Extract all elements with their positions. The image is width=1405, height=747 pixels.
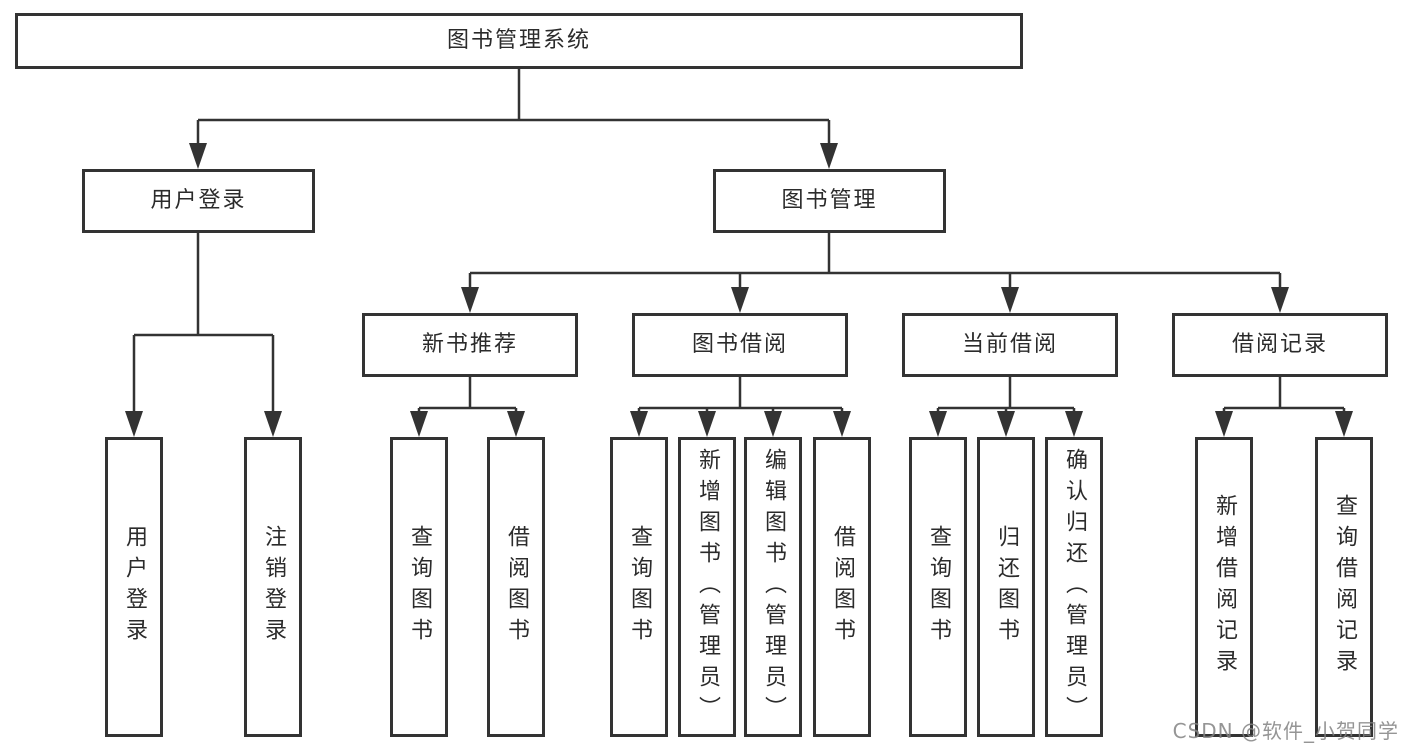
node-query-books-3-label: 查询图书 xyxy=(926,525,951,649)
node-library-system: 图书管理系统 xyxy=(15,13,1023,69)
node-query-books-2-label: 查询图书 xyxy=(627,525,652,649)
node-user-login-label: 用户登录 xyxy=(150,188,247,213)
node-query-borrow-record-label: 查询借阅记录 xyxy=(1332,494,1357,680)
node-query-books-3: 查询图书 xyxy=(909,437,967,737)
node-query-books-1-label: 查询图书 xyxy=(407,525,432,649)
node-borrow-books-1-label: 借阅图书 xyxy=(504,525,529,649)
node-logout: 注销登录 xyxy=(244,437,302,737)
node-return-books: 归还图书 xyxy=(977,437,1035,737)
node-query-books-2: 查询图书 xyxy=(610,437,668,737)
node-confirm-return-admin: 确认归还（管理员） xyxy=(1045,437,1103,737)
node-borrow-books-1: 借阅图书 xyxy=(487,437,545,737)
node-logout-label: 注销登录 xyxy=(261,525,286,649)
node-add-borrow-record: 新增借阅记录 xyxy=(1195,437,1253,737)
node-book-management-label: 图书管理 xyxy=(781,188,878,213)
node-edit-books-admin: 编辑图书（管理员） xyxy=(744,437,802,737)
node-new-book-recommend-label: 新书推荐 xyxy=(421,332,518,357)
node-return-books-label: 归还图书 xyxy=(994,525,1019,649)
node-current-borrowing-label: 当前借阅 xyxy=(961,332,1058,357)
node-user-login: 用户登录 xyxy=(82,169,315,233)
node-borrowing-records-label: 借阅记录 xyxy=(1231,332,1328,357)
node-new-book-recommend: 新书推荐 xyxy=(362,313,578,377)
node-query-borrow-record: 查询借阅记录 xyxy=(1315,437,1373,737)
node-book-borrowing: 图书借阅 xyxy=(632,313,848,377)
node-confirm-return-admin-label: 确认归还（管理员） xyxy=(1062,447,1087,727)
node-edit-books-admin-label: 编辑图书（管理员） xyxy=(761,447,786,727)
node-library-system-label: 图书管理系统 xyxy=(446,28,591,53)
node-book-management: 图书管理 xyxy=(713,169,946,233)
node-query-books-1: 查询图书 xyxy=(390,437,448,737)
node-borrow-books-2: 借阅图书 xyxy=(813,437,871,737)
node-add-books-admin: 新增图书（管理员） xyxy=(678,437,736,737)
node-borrow-books-2-label: 借阅图书 xyxy=(830,525,855,649)
node-add-borrow-record-label: 新增借阅记录 xyxy=(1212,494,1237,680)
node-add-books-admin-label: 新增图书（管理员） xyxy=(695,447,720,727)
node-user-login-leaf-label: 用户登录 xyxy=(122,525,147,649)
csdn-watermark: CSDN @软件_小贺同学 xyxy=(1172,719,1399,743)
node-borrowing-records: 借阅记录 xyxy=(1172,313,1388,377)
node-book-borrowing-label: 图书借阅 xyxy=(691,332,788,357)
node-user-login-leaf: 用户登录 xyxy=(105,437,163,737)
node-current-borrowing: 当前借阅 xyxy=(902,313,1118,377)
